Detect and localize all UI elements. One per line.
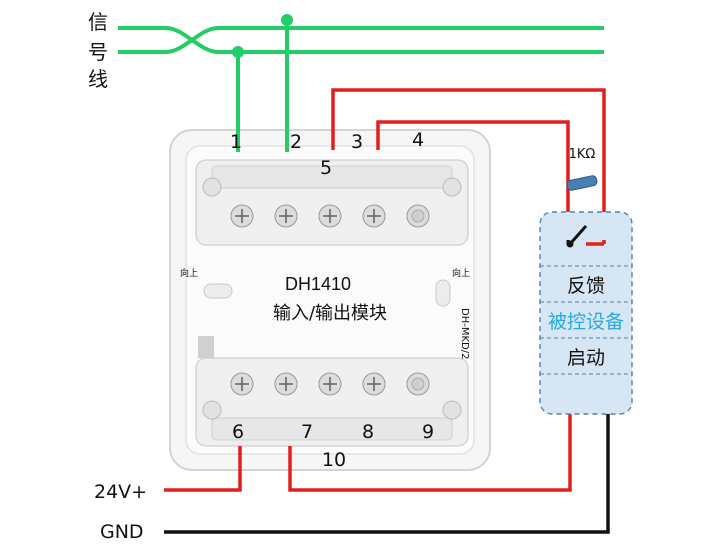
signal-line-char-1: 信 bbox=[88, 10, 108, 34]
mount-slot-left bbox=[203, 283, 233, 299]
terminal-label-7: 7 bbox=[301, 421, 313, 443]
terminal-screw bbox=[230, 204, 254, 228]
terminal-label-3: 3 bbox=[351, 131, 363, 153]
top-terminal-strip bbox=[211, 165, 453, 189]
device-feedback-label: 反馈 bbox=[567, 275, 605, 297]
terminal-screw bbox=[274, 204, 298, 228]
mount-screw bbox=[442, 400, 462, 420]
terminal-label-4: 4 bbox=[412, 129, 424, 151]
terminal-label-2: 2 bbox=[290, 131, 302, 153]
device-box bbox=[539, 211, 633, 415]
terminal-screw bbox=[406, 372, 430, 396]
junction-dot bbox=[281, 14, 293, 26]
junction-dot bbox=[232, 46, 244, 58]
module-model: DH1410 bbox=[285, 274, 351, 294]
up-mark-right: 向上 bbox=[452, 267, 470, 279]
terminal-screw bbox=[406, 204, 430, 228]
feedback-wire-3 bbox=[331, 88, 606, 240]
terminal-screw bbox=[362, 372, 386, 396]
switch-blade bbox=[568, 225, 588, 245]
terminal-label-5: 5 bbox=[320, 157, 332, 179]
terminal-screw bbox=[318, 372, 342, 396]
terminal-screw bbox=[230, 372, 254, 396]
signal-wires bbox=[118, 20, 604, 152]
signal-line-char-3: 线 bbox=[88, 67, 108, 91]
terminal-screw bbox=[362, 204, 386, 228]
side-model-mark: DH-MKD/2 bbox=[459, 308, 470, 359]
bottom-screws bbox=[230, 372, 430, 396]
ground-wire bbox=[164, 378, 610, 534]
terminal-screw bbox=[274, 372, 298, 396]
terminal-label-6: 6 bbox=[232, 421, 244, 443]
terminal-label-8: 8 bbox=[362, 421, 374, 443]
terminal-label-1: 1 bbox=[230, 131, 242, 153]
start-wire-7 bbox=[288, 378, 572, 492]
power-positive-label: 24V+ bbox=[94, 481, 147, 503]
resistor-body bbox=[566, 175, 598, 191]
signal-line-char-2: 号 bbox=[88, 40, 108, 64]
terminal-label-9: 9 bbox=[422, 421, 434, 443]
io-module: 向上 向上 DH-MKD/2 DH1410 输入/输出模块 bbox=[169, 129, 491, 471]
mount-screw bbox=[202, 177, 222, 197]
mount-screw bbox=[202, 400, 222, 420]
qr-code bbox=[198, 336, 214, 358]
mount-slot-right bbox=[435, 279, 451, 307]
terminal-label-10: 10 bbox=[322, 449, 346, 471]
device-start-label: 启动 bbox=[567, 347, 605, 369]
signal-wire-a bbox=[118, 26, 604, 54]
resistor: 1KΩ bbox=[566, 147, 598, 191]
mount-screw bbox=[442, 177, 462, 197]
terminal-screw bbox=[318, 204, 342, 228]
power-wire-positive bbox=[164, 446, 242, 492]
ground-wires bbox=[164, 378, 610, 534]
up-mark-left: 向上 bbox=[180, 267, 198, 279]
power-ground-label: GND bbox=[100, 521, 144, 543]
device-name: 被控设备 bbox=[548, 311, 624, 333]
module-name: 输入/输出模块 bbox=[273, 303, 387, 324]
controlled-device: 反馈 被控设备 启动 bbox=[539, 211, 633, 415]
resistor-label: 1KΩ bbox=[569, 147, 596, 162]
top-screws bbox=[230, 204, 430, 228]
bottom-terminal-strip bbox=[211, 417, 453, 441]
